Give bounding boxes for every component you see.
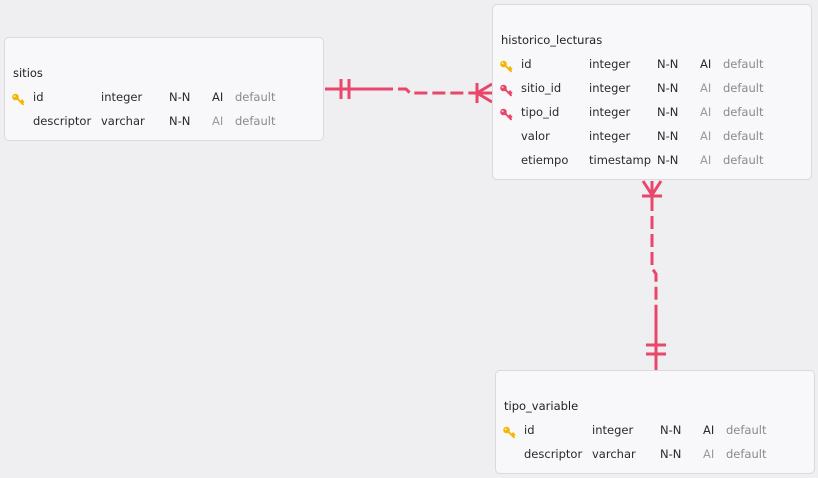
column-row-valor[interactable]: valor integer N-N AI default	[493, 124, 811, 148]
one-and-only-one-marker	[646, 343, 666, 356]
column-default: default	[235, 90, 276, 104]
column-type: integer	[589, 81, 631, 95]
column-row-tipo-id[interactable]: tipo_id integer N-N AI default	[493, 100, 811, 124]
column-nullability: N-N	[657, 153, 679, 167]
column-default: default	[235, 114, 276, 128]
key-icon	[502, 423, 516, 439]
column-nullability: N-N	[169, 90, 191, 104]
column-name: valor	[521, 129, 550, 143]
column-autoincrement: AI	[700, 57, 712, 71]
one-and-only-one-marker	[339, 79, 351, 99]
column-default: default	[723, 129, 764, 143]
column-autoincrement: AI	[703, 423, 715, 437]
column-name: etiempo	[521, 153, 569, 167]
column-nullability: N-N	[169, 114, 191, 128]
column-default: default	[723, 153, 764, 167]
column-name: descriptor	[33, 114, 92, 128]
key-icon	[499, 57, 513, 73]
column-type: integer	[589, 129, 631, 143]
column-autoincrement: AI	[703, 447, 715, 461]
column-default: default	[723, 81, 764, 95]
foreign-key-icon	[499, 81, 513, 97]
one-or-many-marker	[641, 180, 663, 198]
column-row-id[interactable]: id integer N-N AI default	[493, 52, 811, 76]
column-name: tipo_id	[521, 105, 560, 119]
table-title: sitios	[13, 66, 43, 80]
column-type: timestamp	[589, 153, 652, 167]
relation-line-dashed	[650, 198, 658, 312]
column-nullability: N-N	[657, 81, 679, 95]
column-type: integer	[592, 423, 634, 437]
column-type: varchar	[101, 114, 145, 128]
column-default: default	[723, 105, 764, 119]
foreign-key-icon	[499, 105, 513, 121]
one-or-many-marker	[474, 82, 493, 104]
column-row-descriptor[interactable]: descriptor varchar N-N AI default	[496, 442, 814, 466]
key-icon	[11, 90, 25, 106]
column-nullability: N-N	[660, 423, 682, 437]
column-nullability: N-N	[657, 129, 679, 143]
column-type: integer	[589, 57, 631, 71]
column-default: default	[726, 423, 767, 437]
column-autoincrement: AI	[212, 114, 224, 128]
column-nullability: N-N	[660, 447, 682, 461]
column-row-etiempo[interactable]: etiempo timestamp N-N AI default	[493, 148, 811, 172]
column-default: default	[726, 447, 767, 461]
relation-line-dashed	[380, 87, 475, 95]
column-nullability: N-N	[657, 57, 679, 71]
column-type: integer	[589, 105, 631, 119]
table-title: tipo_variable	[504, 399, 579, 413]
table-title: historico_lecturas	[501, 33, 603, 47]
column-row-id[interactable]: id integer N-N AI default	[496, 418, 814, 442]
column-nullability: N-N	[657, 105, 679, 119]
column-default: default	[723, 57, 764, 71]
column-autoincrement: AI	[700, 105, 712, 119]
column-type: varchar	[592, 447, 636, 461]
column-autoincrement: AI	[212, 90, 224, 104]
column-autoincrement: AI	[700, 129, 712, 143]
column-autoincrement: AI	[700, 153, 712, 167]
column-name: id	[33, 90, 44, 104]
column-row-id[interactable]: id integer N-N AI default	[5, 85, 323, 109]
column-name: id	[521, 57, 532, 71]
column-name: sitio_id	[521, 81, 562, 95]
column-name: id	[524, 423, 535, 437]
column-autoincrement: AI	[700, 81, 712, 95]
column-type: integer	[101, 90, 143, 104]
column-name: descriptor	[524, 447, 583, 461]
column-row-sitio-id[interactable]: sitio_id integer N-N AI default	[493, 76, 811, 100]
column-row-descriptor[interactable]: descriptor varchar N-N AI default	[5, 109, 323, 133]
